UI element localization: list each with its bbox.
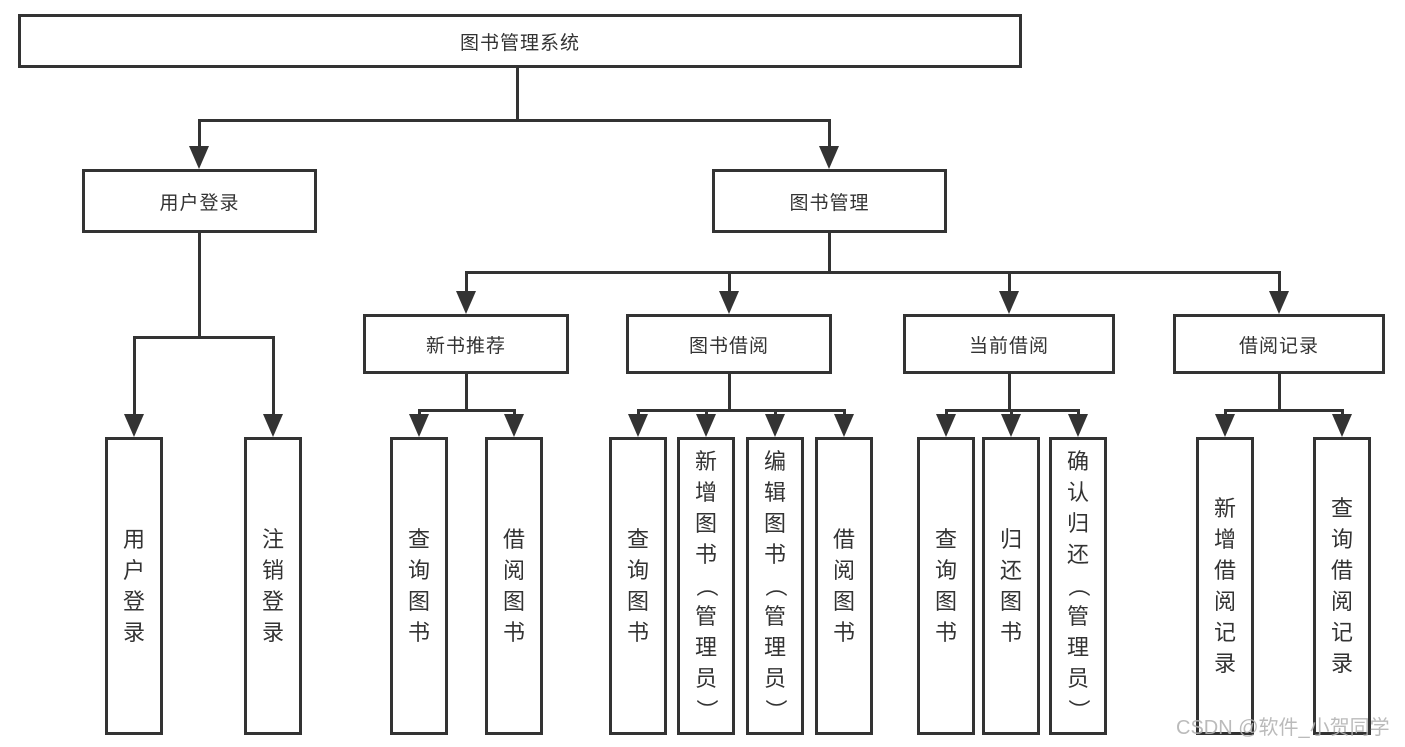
connector-vline [728,374,731,411]
connector-vline [945,409,948,418]
node-current-borrowing: 当前借阅 [903,314,1115,374]
node-label: 新书推荐 [425,335,506,357]
leaf-query-books: 查询图书 [917,437,975,735]
leaf-logout: 注销登录 [244,437,302,735]
arrowhead-down-icon [263,414,283,437]
connector-hline [418,409,516,412]
arrowhead-down-icon [456,291,476,314]
node-label: 用户登录 [159,192,240,214]
arrowhead-down-icon [628,414,648,437]
arrowhead-down-icon [819,146,839,169]
connector-vline [705,409,708,418]
connector-vline [465,374,468,411]
leaf-borrow-books: 借阅图书 [485,437,543,735]
connector-vline [1077,409,1080,418]
node-library-management-system: 图书管理系统 [18,14,1022,68]
connector-vline [133,336,136,416]
leaf-user-login: 用户登录 [105,437,163,735]
connector-vline [828,233,831,274]
arrowhead-down-icon [124,414,144,437]
connector-vline [198,119,201,149]
leaf-borrow-books: 借阅图书 [815,437,873,735]
node-book-management: 图书管理 [712,169,947,233]
leaf-query-books: 查询图书 [609,437,667,735]
node-label: 图书管理 [789,192,870,214]
connector-vline [513,409,516,418]
arrowhead-down-icon [1215,414,1235,437]
connector-hline [465,271,1281,274]
connector-hline [133,336,275,339]
arrowhead-down-icon [1001,414,1021,437]
leaf-query-books: 查询图书 [390,437,448,735]
connector-vline [516,68,519,120]
connector-vline [465,271,468,293]
connector-vline [198,233,201,339]
node-new-book-recommendation: 新书推荐 [363,314,569,374]
connector-hline [637,409,846,412]
connector-vline [1341,409,1344,418]
connector-vline [843,409,846,418]
connector-vline [1008,374,1011,411]
leaf-add-borrow-record: 新增借阅记录 [1196,437,1254,735]
connector-hline [1224,409,1344,412]
arrowhead-down-icon [834,414,854,437]
connector-vline [728,271,731,293]
node-borrowing-records: 借阅记录 [1173,314,1385,374]
leaf-return-books: 归还图书 [982,437,1040,735]
arrowhead-down-icon [765,414,785,437]
leaf-query-borrow-record: 查询借阅记录 [1313,437,1371,735]
leaf-confirm-return-admin: 确认归还（管理员） [1049,437,1107,735]
connector-vline [637,409,640,418]
leaf-edit-books-admin: 编辑图书（管理员） [746,437,804,735]
connector-vline [828,119,831,149]
connector-vline [1010,409,1013,418]
node-label: 图书管理系统 [459,32,580,54]
connector-vline [272,336,275,416]
arrowhead-down-icon [1269,291,1289,314]
connector-vline [1278,271,1281,293]
connector-hline [198,119,830,122]
node-label: 当前借阅 [968,335,1049,357]
node-user-login: 用户登录 [82,169,317,233]
arrowhead-down-icon [936,414,956,437]
arrowhead-down-icon [696,414,716,437]
arrowhead-down-icon [1332,414,1352,437]
arrowhead-down-icon [719,291,739,314]
connector-vline [418,409,421,418]
arrowhead-down-icon [999,291,1019,314]
connector-vline [1224,409,1227,418]
node-book-borrowing: 图书借阅 [626,314,832,374]
connector-vline [774,409,777,418]
node-label: 图书借阅 [688,335,769,357]
arrowhead-down-icon [504,414,524,437]
arrowhead-down-icon [409,414,429,437]
connector-vline [1008,271,1011,293]
connector-vline [1278,374,1281,411]
arrowhead-down-icon [189,146,209,169]
leaf-add-books-admin: 新增图书（管理员） [677,437,735,735]
csdn-watermark: CSDN @软件_小贺同学 [1176,717,1390,739]
arrowhead-down-icon [1068,414,1088,437]
node-label: 借阅记录 [1238,335,1319,357]
